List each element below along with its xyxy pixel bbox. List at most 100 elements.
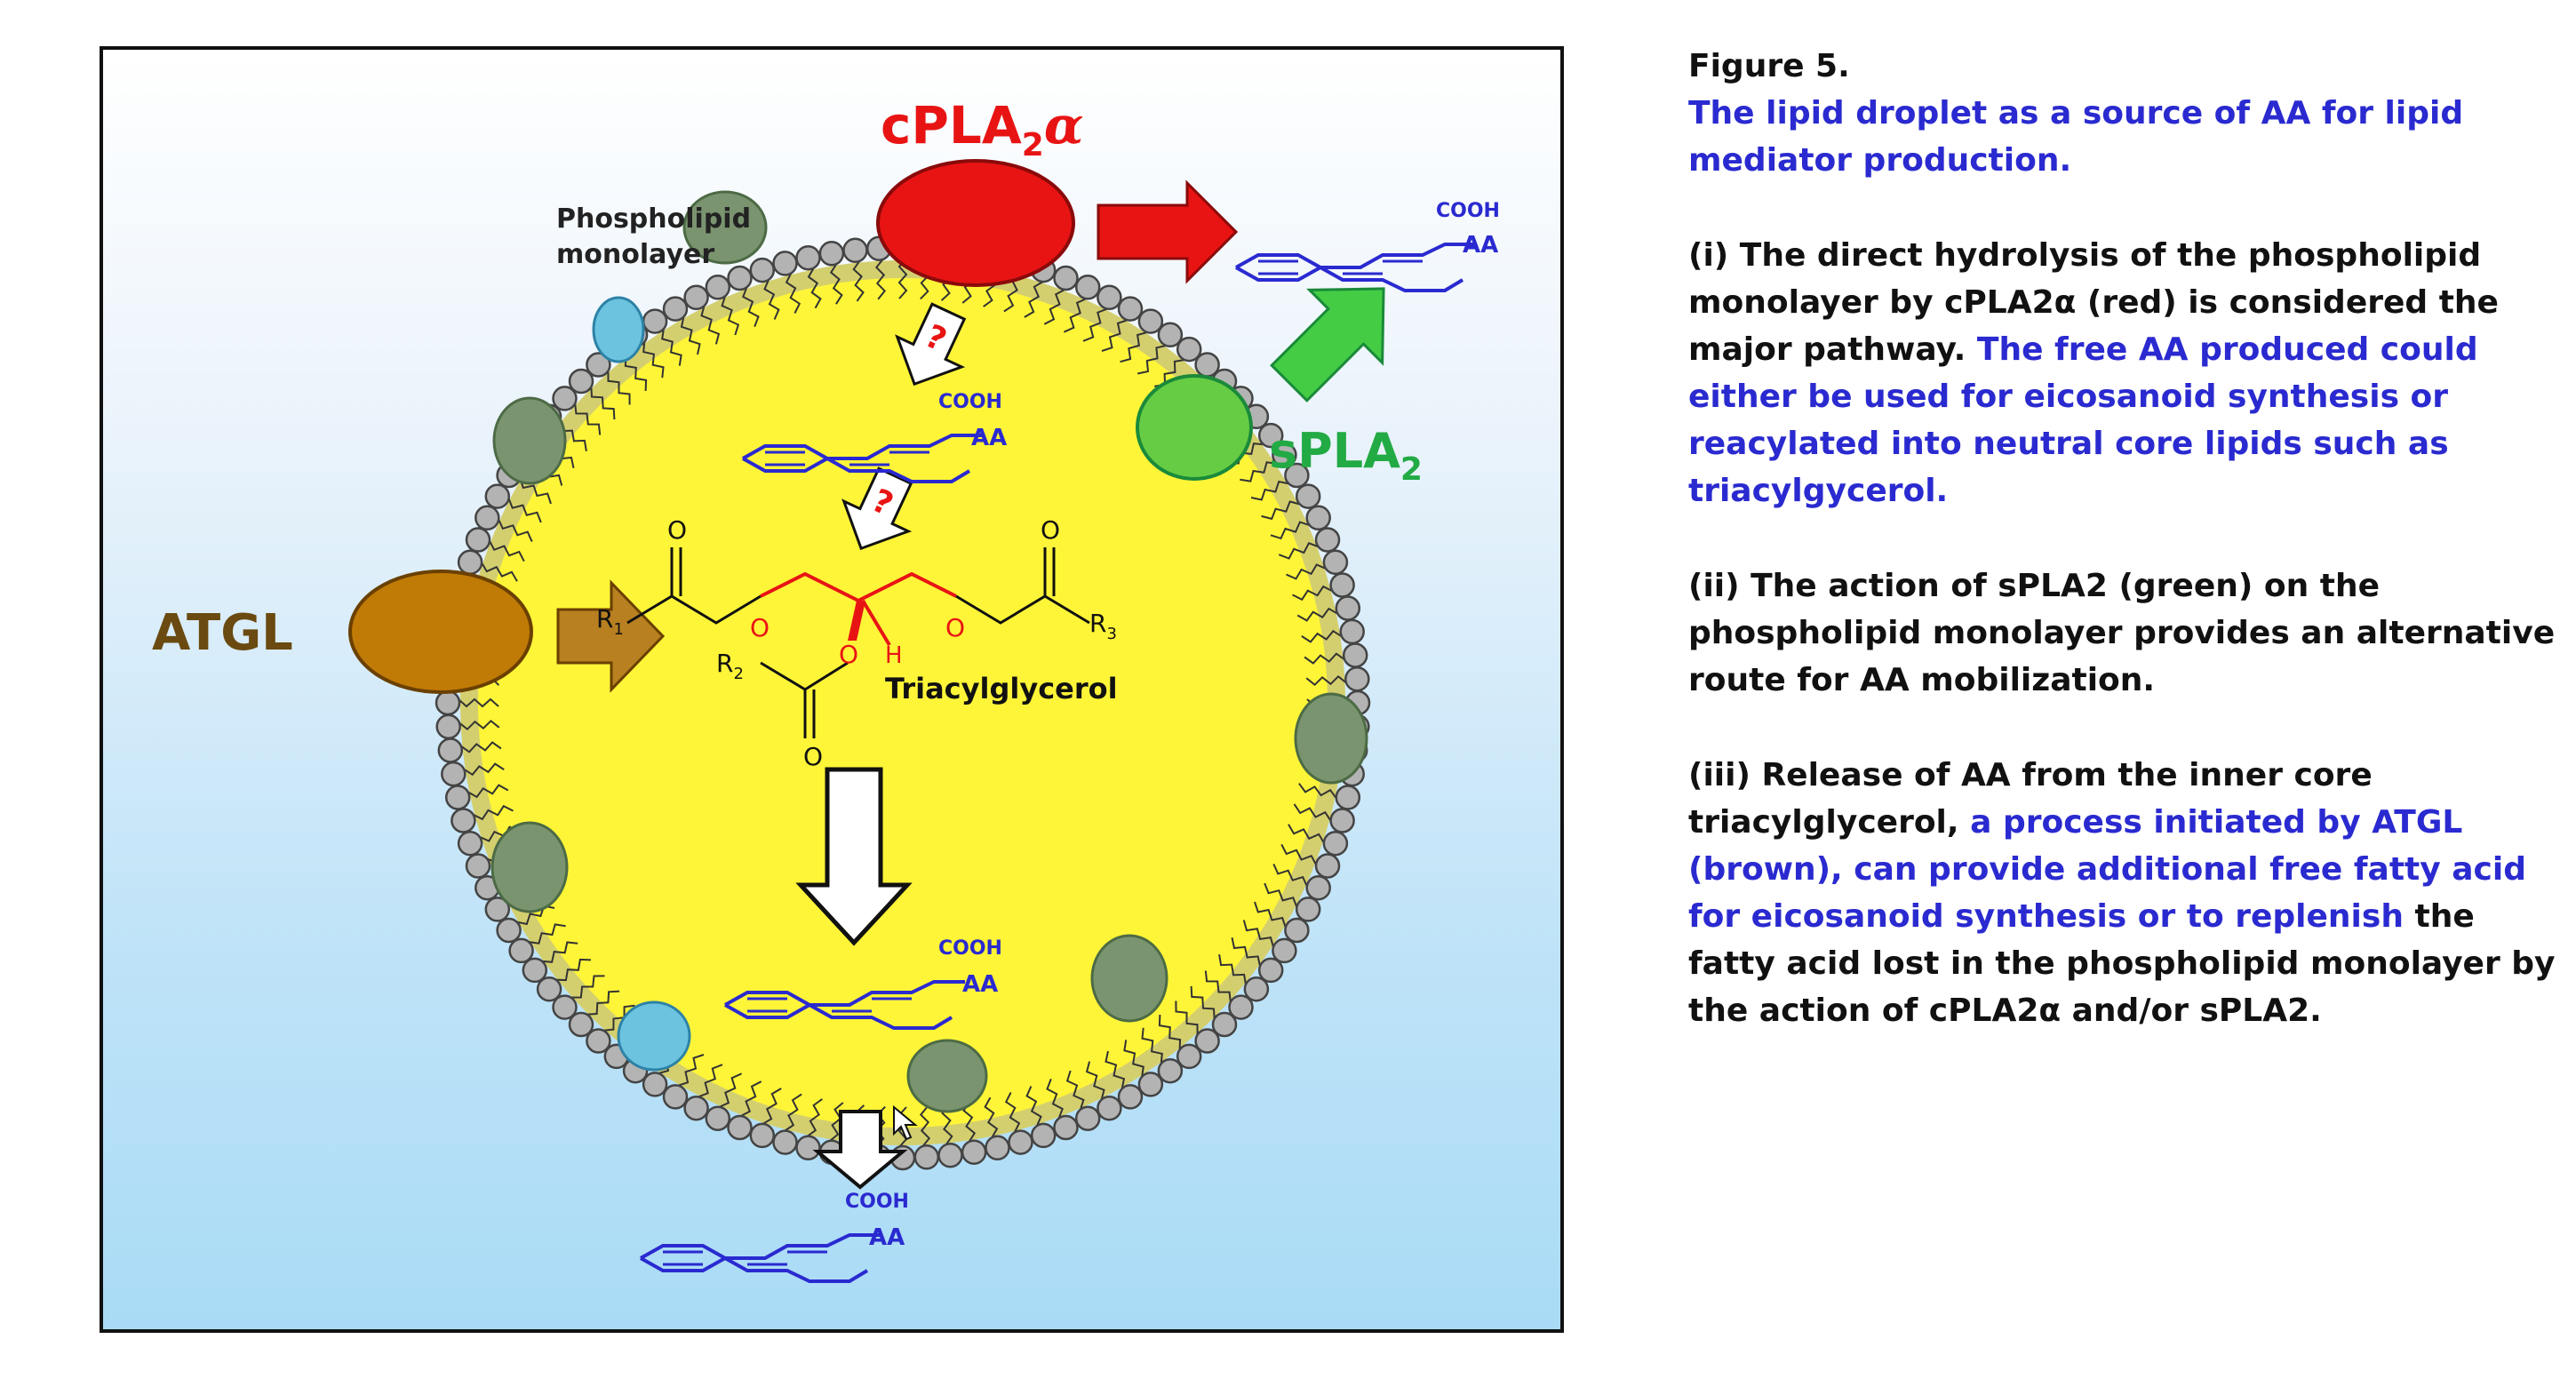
phospholipid-head	[1329, 572, 1355, 598]
phospholipid-label: Phospholipid	[556, 203, 751, 235]
lipid-tail	[984, 1096, 999, 1139]
phospholipid-head	[465, 527, 491, 553]
phospholipid-head	[1272, 442, 1297, 468]
phospholipid-head	[1344, 666, 1370, 692]
lipid-tail	[1254, 901, 1287, 929]
phospholipid-head	[496, 917, 522, 944]
lipid-tail	[1082, 307, 1108, 342]
svg-text:COOH: COOH	[938, 391, 1002, 413]
svg-text:O: O	[803, 742, 823, 771]
phospholipid-head	[1117, 296, 1144, 322]
phospholipid-head	[1117, 1084, 1144, 1110]
phospholipid-head	[441, 761, 467, 787]
lipid-tail	[519, 477, 552, 505]
phospholipid-head	[451, 808, 476, 833]
phospholipid-head	[1272, 937, 1297, 964]
phospholipid-head	[1314, 853, 1341, 879]
lipid-tail	[1043, 288, 1066, 325]
phospholipid-head	[484, 897, 511, 922]
phospholipid-head	[1097, 284, 1122, 311]
cpla2-label: cPLA2α	[881, 95, 1083, 163]
lipid-tail	[1240, 461, 1278, 482]
atgl-arrow	[556, 579, 666, 693]
phospholipid-head	[1157, 1057, 1184, 1084]
phospholipid-head	[842, 237, 868, 264]
phospholipid-head	[1284, 462, 1310, 489]
lipid-tail	[1304, 652, 1346, 665]
phospholipid-head	[1074, 275, 1101, 300]
phospholipid-head	[1176, 336, 1202, 363]
lipid-tail	[586, 990, 620, 1016]
lipid-tail	[700, 305, 721, 345]
green-protein	[1294, 692, 1368, 785]
phospholipid-head	[444, 785, 471, 810]
cpla2-arrow	[1097, 179, 1239, 284]
phospholipid-head	[1176, 1043, 1202, 1070]
lipid-tail	[1024, 280, 1044, 318]
svg-text:COOH: COOH	[938, 937, 1002, 960]
phospholipid-head	[1137, 1072, 1164, 1097]
lipid-tail	[762, 1088, 782, 1126]
green-protein	[492, 396, 567, 485]
phospholipid-head	[1053, 265, 1079, 291]
lipid-tail	[1046, 1078, 1064, 1120]
lipid-tail	[472, 804, 514, 821]
lipid-tail	[1158, 1015, 1182, 1051]
lipid-tail	[1123, 1040, 1144, 1078]
caption-paragraph-2: (ii) The action of sPLA2 (green) on the …	[1688, 568, 2556, 698]
phospholipid-head	[1314, 527, 1341, 553]
phospholipid-head	[522, 957, 548, 984]
lipid-tail	[458, 719, 500, 731]
lipid-droplet-core	[478, 278, 1328, 1128]
question-arrow-1: ?	[895, 302, 967, 387]
svg-text:COOH: COOH	[845, 1191, 909, 1213]
triacylglycerol-label: Triacylglycerol	[885, 672, 1118, 705]
lipid-tail	[1296, 607, 1339, 622]
green-protein	[906, 1039, 988, 1113]
green-protein	[1090, 934, 1168, 1023]
lipid-tail	[574, 403, 602, 435]
lipid-tail	[1218, 954, 1248, 985]
lipid-tail	[1101, 319, 1128, 352]
phospholipid-head	[435, 690, 461, 716]
lipid-tail	[919, 1105, 931, 1148]
phospholipid-head	[913, 1144, 940, 1170]
monolayer-label: monolayer	[556, 239, 714, 270]
lipid-tail	[1065, 1070, 1085, 1111]
phospholipid-head	[1053, 1114, 1079, 1141]
green-protein	[490, 821, 569, 913]
lipid-tail	[528, 923, 566, 945]
phospholipid-head	[1211, 1011, 1238, 1038]
svg-text:AA: AA	[971, 425, 1007, 451]
lipid-tail	[1261, 500, 1301, 521]
cpla2-ellipse	[876, 159, 1075, 287]
svg-text:O: O	[1041, 515, 1060, 545]
phospholipid-head	[961, 1139, 987, 1165]
aa-molecule-inner-top: COOH AA	[741, 391, 1007, 483]
mouse-cursor-icon	[893, 1104, 918, 1141]
lipid-tail	[1105, 1050, 1126, 1090]
lipid-tail	[739, 1080, 762, 1118]
svg-text:R3: R3	[1089, 609, 1117, 643]
question-arrow-2: ?	[841, 466, 913, 551]
blue-protein	[617, 1000, 691, 1072]
lipid-tail	[1293, 803, 1332, 822]
figure-panel: Phospholipid monolayer cPLA2α COOH AA sP…	[100, 46, 1564, 1333]
phospholipid-head	[683, 1095, 709, 1121]
lipid-tail	[590, 386, 616, 420]
phospholipid-head	[727, 1114, 753, 1141]
lipid-tail	[1305, 674, 1348, 687]
lipid-droplet-diagram: Phospholipid monolayer cPLA2α COOH AA sP…	[152, 95, 1500, 1283]
phospholipid-head	[1008, 1129, 1033, 1155]
svg-text:COOH: COOH	[1436, 200, 1500, 222]
caption-paragraph-1: (i) The direct hydrolysis of the phospho…	[1688, 237, 2499, 509]
aa-molecule-top-right: COOH AA	[1234, 200, 1500, 292]
lipid-tail	[829, 262, 843, 305]
phospholipid-head	[1157, 322, 1184, 348]
phospholipid-head	[457, 549, 483, 576]
atgl-enzyme	[348, 570, 533, 694]
lipid-tail	[1280, 843, 1318, 866]
phospholipid-head	[662, 296, 689, 322]
phospholipid-head	[795, 244, 821, 271]
lipid-tail	[785, 272, 802, 314]
